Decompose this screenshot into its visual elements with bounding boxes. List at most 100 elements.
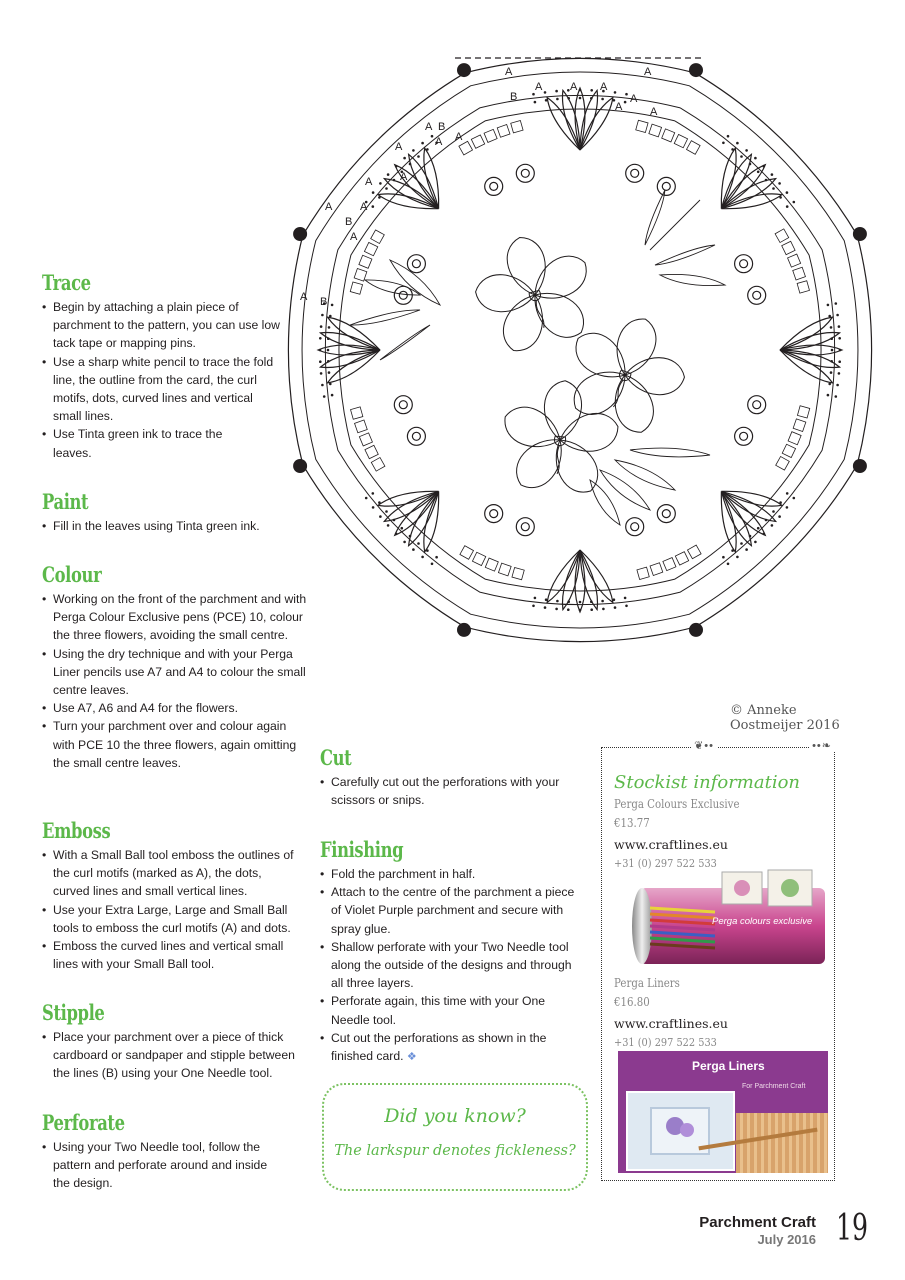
pattern-label: A (435, 136, 443, 148)
petal (574, 86, 586, 151)
list-item: Use A7, A6 and A4 for the flowers. (42, 699, 307, 717)
dot (836, 313, 839, 317)
dot (400, 526, 404, 530)
curl-motif-inner (398, 400, 408, 410)
dot (754, 540, 757, 544)
dot (590, 89, 593, 92)
dot (754, 156, 757, 160)
curl-motif (406, 426, 426, 446)
dot (772, 187, 775, 190)
dot (785, 205, 789, 208)
dot (722, 141, 725, 145)
petal (407, 490, 440, 548)
dot (412, 548, 415, 551)
leaf (649, 199, 701, 251)
dot (602, 89, 605, 93)
dot (785, 191, 789, 194)
dot (543, 606, 547, 609)
flower-centre (553, 435, 566, 447)
grid-cell (510, 120, 524, 134)
flower-petal (475, 274, 536, 313)
dot (533, 100, 537, 104)
pattern-label: A (425, 121, 433, 133)
dot (400, 170, 404, 174)
magazine-name: Parchment Craft (699, 1214, 816, 1231)
grid-cell (364, 444, 379, 460)
grid-cell (636, 566, 650, 580)
flower-petal (624, 357, 685, 396)
product-url[interactable]: www.craftlines.eu (614, 1016, 728, 1031)
curl-motif (747, 285, 767, 305)
grid-cell (350, 406, 364, 420)
dot (722, 555, 725, 559)
petal (318, 331, 381, 351)
corner-dot (293, 227, 308, 241)
dot (834, 395, 838, 398)
liners-box-label: Perga Liners (692, 1059, 765, 1073)
grid-cell (354, 419, 368, 434)
dot (319, 337, 322, 340)
section-perforate: Perforate Using your Two Needle tool, fo… (42, 1110, 287, 1193)
dot (364, 496, 368, 500)
grid-cell (781, 443, 797, 459)
leaf (658, 274, 727, 286)
border-line (324, 94, 836, 606)
dot (430, 134, 434, 138)
curl-motif (484, 504, 504, 524)
curl-motif (393, 285, 413, 305)
pencil-set (736, 1113, 828, 1173)
section-heading: Colour (42, 562, 102, 587)
petal (779, 344, 844, 356)
grid-cell (484, 557, 499, 572)
dot (555, 89, 558, 93)
dot (726, 134, 730, 138)
dot (836, 383, 839, 387)
grid-cell (370, 229, 385, 245)
leaf (379, 324, 431, 361)
stockist-title: Stockist information (614, 772, 801, 793)
pattern-label: A (600, 81, 608, 93)
dot (726, 562, 730, 566)
petal (376, 193, 439, 210)
corner-dot (689, 622, 703, 637)
flower (573, 318, 685, 433)
grid-cell (349, 281, 364, 295)
petal (574, 549, 586, 614)
grid-cell (661, 128, 676, 143)
leaf (613, 459, 677, 491)
petal (721, 490, 784, 507)
grid-cell (792, 266, 806, 281)
step-list: Place your parchment over a piece of thi… (42, 1028, 307, 1083)
dot (386, 173, 390, 176)
grid-cell (662, 557, 677, 572)
dot (319, 325, 323, 328)
petal (720, 490, 778, 523)
dot (556, 97, 559, 101)
dot (736, 555, 739, 559)
product-url[interactable]: www.craftlines.eu (614, 837, 728, 852)
dot (756, 526, 760, 530)
curl-motif (625, 517, 645, 537)
did-you-know-title: Did you know? (384, 1105, 526, 1127)
dot (544, 99, 548, 102)
dot (785, 492, 789, 495)
dot (612, 99, 616, 102)
dot (319, 360, 322, 364)
step-list: Fill in the leaves using Tinta green ink… (42, 517, 292, 535)
grid-cell (471, 551, 487, 567)
tin-label: Perga colours exclusive (712, 916, 813, 927)
grid-cell (787, 431, 802, 446)
dot (578, 600, 582, 604)
dot (578, 96, 582, 100)
curl-motif-inner (630, 522, 640, 532)
product-name: Perga Colours Exclusive (614, 797, 740, 811)
petal (561, 88, 581, 151)
grid-cell (792, 418, 807, 433)
leaf (589, 479, 621, 526)
grid-cell (483, 128, 498, 143)
issue-date: July 2016 (757, 1232, 816, 1247)
pattern-label: A (325, 201, 333, 213)
dot (613, 91, 617, 94)
flower-stem (556, 444, 561, 475)
pattern-label: A (360, 201, 368, 213)
